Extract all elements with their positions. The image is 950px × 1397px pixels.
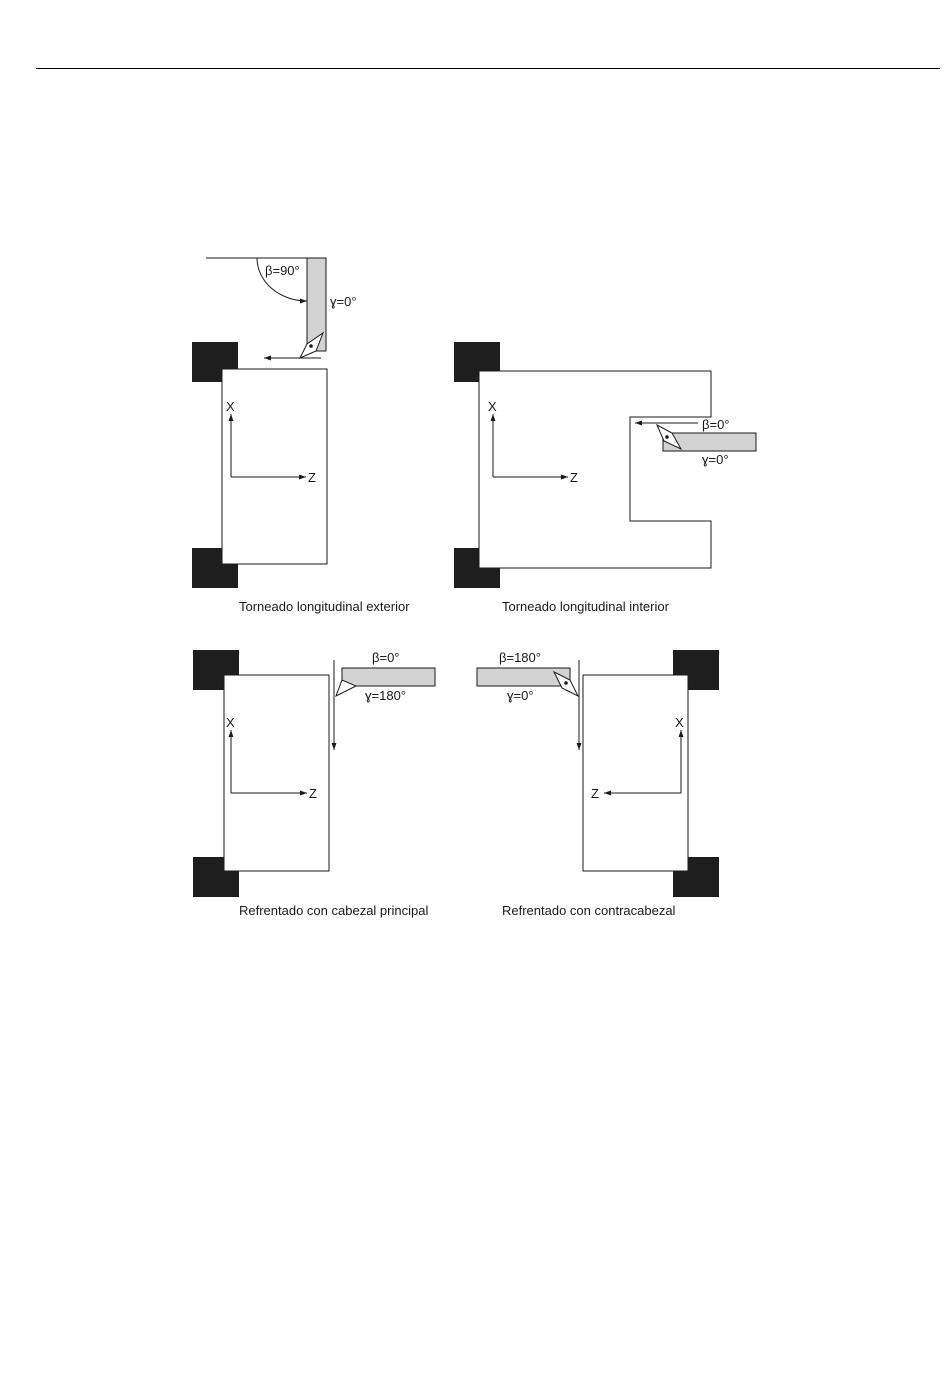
axis-x-label: X — [675, 715, 684, 730]
caption-face-counter: Refrentado con contracabezal — [502, 903, 676, 918]
axis-x-label: X — [226, 715, 235, 730]
insert-dot — [309, 344, 313, 348]
workpiece — [224, 675, 329, 871]
beta-label: β=0° — [372, 650, 400, 665]
beta-label: β=0° — [702, 417, 730, 432]
beta-label: β=180° — [499, 650, 541, 665]
workpiece — [583, 675, 688, 871]
gamma-label: ɣ=0° — [702, 452, 729, 467]
panel-outer-turning: X Z β=90° ɣ=0° Torneado longitudinal ext… — [192, 258, 410, 614]
workpiece-with-bore — [479, 371, 711, 568]
panel-facing-counter-spindle: X Z β=180° ɣ=0° Refrentado con contracab… — [477, 650, 719, 918]
insert-dot — [665, 435, 669, 439]
panel-inner-turning: X Z β=0° ɣ=0° Torneado longitudinal inte… — [454, 342, 756, 614]
gamma-label: ɣ=0° — [507, 688, 534, 703]
axis-z-label: Z — [570, 470, 578, 485]
beta-label: β=90° — [265, 263, 300, 278]
axis-z-label: Z — [309, 786, 317, 801]
caption-face-main: Refrentado con cabezal principal — [239, 903, 428, 918]
tool-holder — [342, 668, 435, 686]
axis-x-label: X — [226, 399, 235, 414]
caption-inner: Torneado longitudinal interior — [502, 599, 670, 614]
axis-z-label: Z — [308, 470, 316, 485]
caption-outer: Torneado longitudinal exterior — [239, 599, 410, 614]
axis-z-label: Z — [591, 786, 599, 801]
panel-facing-main-spindle: X Z β=0° ɣ=180° Refrentado con cabezal p… — [193, 650, 435, 918]
insert-dot — [564, 681, 568, 685]
gamma-label: ɣ=0° — [330, 294, 357, 309]
gamma-label: ɣ=180° — [365, 688, 406, 703]
axis-x-label: X — [488, 399, 497, 414]
workpiece — [222, 369, 327, 564]
